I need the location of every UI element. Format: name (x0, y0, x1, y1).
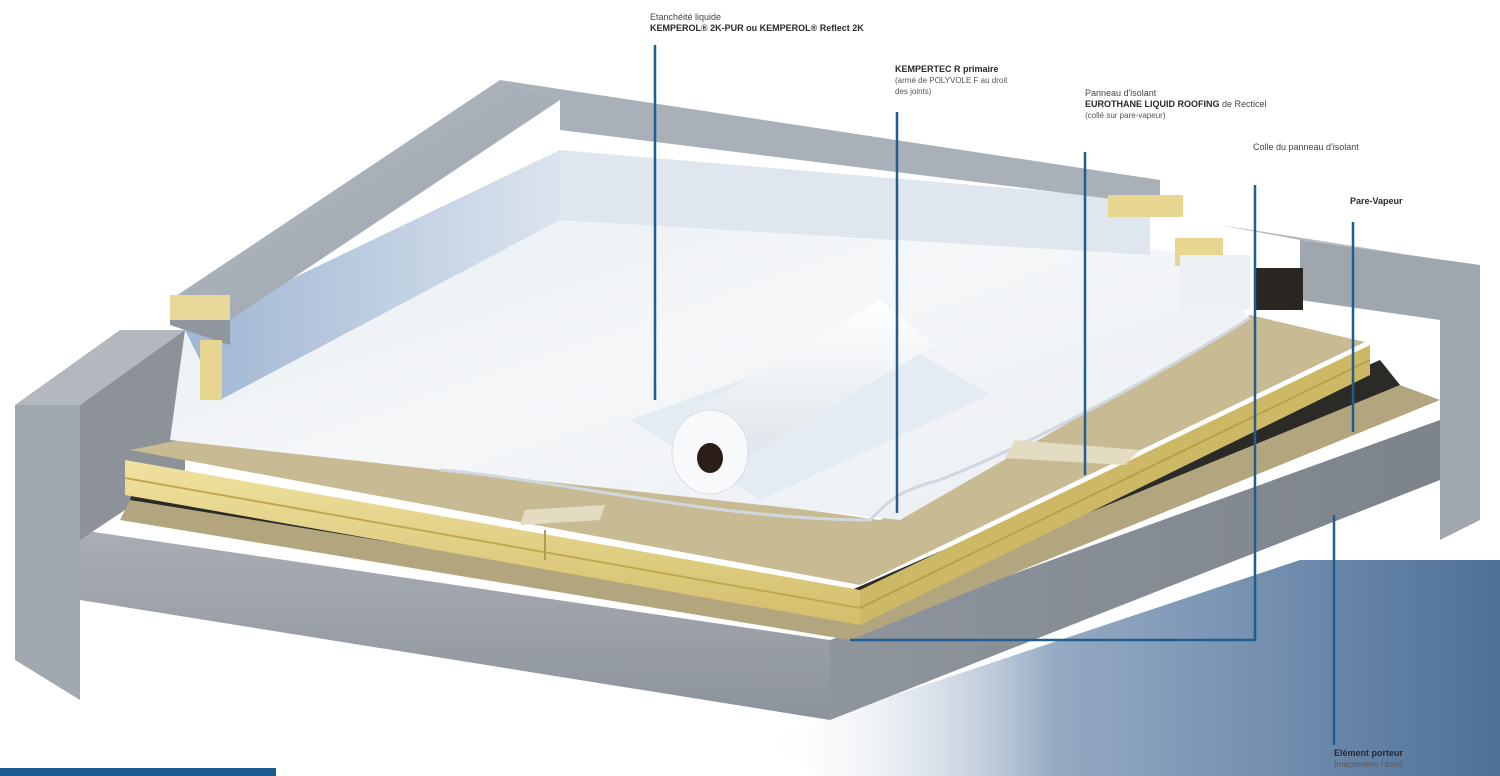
fleece-roll-core (697, 443, 723, 473)
callout-etancheite-line2: KEMPEROL® 2K-PUR ou KEMPEROL® Reflect 2K (650, 23, 864, 33)
concrete-wall-left (15, 405, 80, 700)
corner-insulation-left-2 (200, 340, 222, 400)
callout-kempertec-line2: (armé de POLYVOLE F au droit (895, 76, 1008, 85)
callout-pare-vapeur-line1: Pare-Vapeur (1350, 196, 1403, 206)
callout-label-panneau: Panneau d'isolant EUROTHANE LIQUID ROOFI… (1085, 88, 1267, 121)
callout-element-porteur-line1: Elément porteur (1334, 748, 1404, 758)
callout-panneau-line3: (collé sur pare-vapeur) (1085, 111, 1166, 120)
callout-panneau-line2: EUROTHANE LIQUID ROOFING (1085, 99, 1220, 109)
ground-shadow (760, 560, 1500, 776)
joint-strip-left (520, 505, 605, 525)
callout-etancheite-line1: Etanchéité liquide (650, 12, 722, 22)
callout-kempertec-line1: KEMPERTEC R primaire (895, 64, 999, 74)
parapet-top-left (170, 80, 560, 320)
corner-insulation-right (1108, 195, 1183, 217)
callout-label-etancheite: Etanchéité liquide KEMPEROL® 2K-PUR ou K… (650, 12, 864, 34)
callout-line-colle (850, 185, 1257, 642)
callout-element-porteur-line2: (maçonnerie / bois) (1334, 760, 1403, 769)
concrete-wall-right (1300, 240, 1480, 540)
corner-insulation-left (170, 295, 230, 320)
parapet-top-back (500, 80, 1160, 205)
callout-label-colle: Colle du panneau d'isolant (1253, 142, 1359, 153)
membrane-cut-edge (439, 316, 1251, 522)
joint-strip-right (1005, 440, 1140, 465)
callout-label-kempertec: KEMPERTEC R primaire (armé de POLYVOLE F… (895, 64, 1007, 97)
callout-panneau-line1: Panneau d'isolant (1085, 88, 1157, 98)
callout-panneau-line2b: de Recticel (1219, 99, 1267, 109)
concrete-slab-side (830, 420, 1440, 720)
upstand-inner-left (185, 150, 560, 400)
accent-bar (0, 768, 276, 776)
concrete-wall-left-top (15, 330, 185, 405)
upstand-inner-back (560, 150, 1150, 255)
callout-lines (653, 45, 1355, 745)
callout-kempertec-line3: des joints) (895, 87, 932, 96)
corner-upstand-white (1180, 255, 1250, 310)
callout-label-element-porteur: Elément porteur (maçonnerie / bois) (1334, 748, 1403, 770)
callout-colle-line1: Colle du panneau d'isolant (1253, 142, 1359, 152)
right-wall-cavity (1255, 268, 1303, 310)
concrete-slab-front (80, 530, 830, 720)
callout-label-pare-vapeur: Pare-Vapeur (1350, 196, 1403, 207)
